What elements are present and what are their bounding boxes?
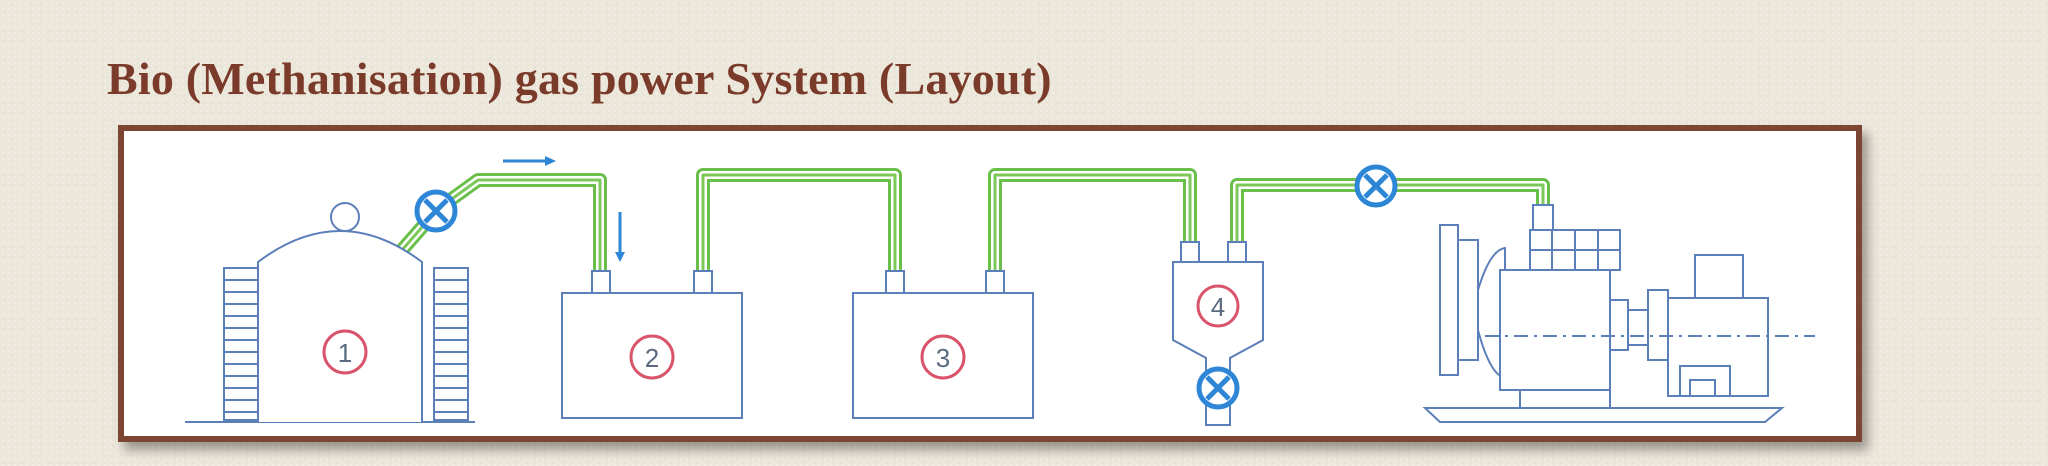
page-title: Bio (Methanisation) gas power System (La… — [107, 53, 1052, 104]
component-label-4: 4 — [1196, 284, 1240, 328]
component-number: 2 — [645, 343, 659, 373]
component-label-1: 1 — [322, 329, 368, 375]
valve-icon[interactable] — [1199, 369, 1237, 407]
valve-icon[interactable] — [1357, 167, 1395, 205]
flow-arrow-icon — [615, 212, 625, 262]
separator — [1172, 241, 1264, 426]
component-label-2: 2 — [629, 334, 675, 380]
component-number: 4 — [1211, 292, 1225, 322]
flow-arrow-icon — [503, 156, 556, 166]
digester-dome — [223, 202, 469, 422]
component-number: 3 — [936, 343, 950, 373]
valve-icon[interactable] — [417, 192, 455, 230]
component-number: 1 — [338, 338, 352, 368]
left-ladder — [224, 279, 258, 413]
component-label-3: 3 — [920, 334, 966, 380]
generator-set-icon — [1422, 204, 1815, 423]
right-ladder — [434, 279, 468, 413]
